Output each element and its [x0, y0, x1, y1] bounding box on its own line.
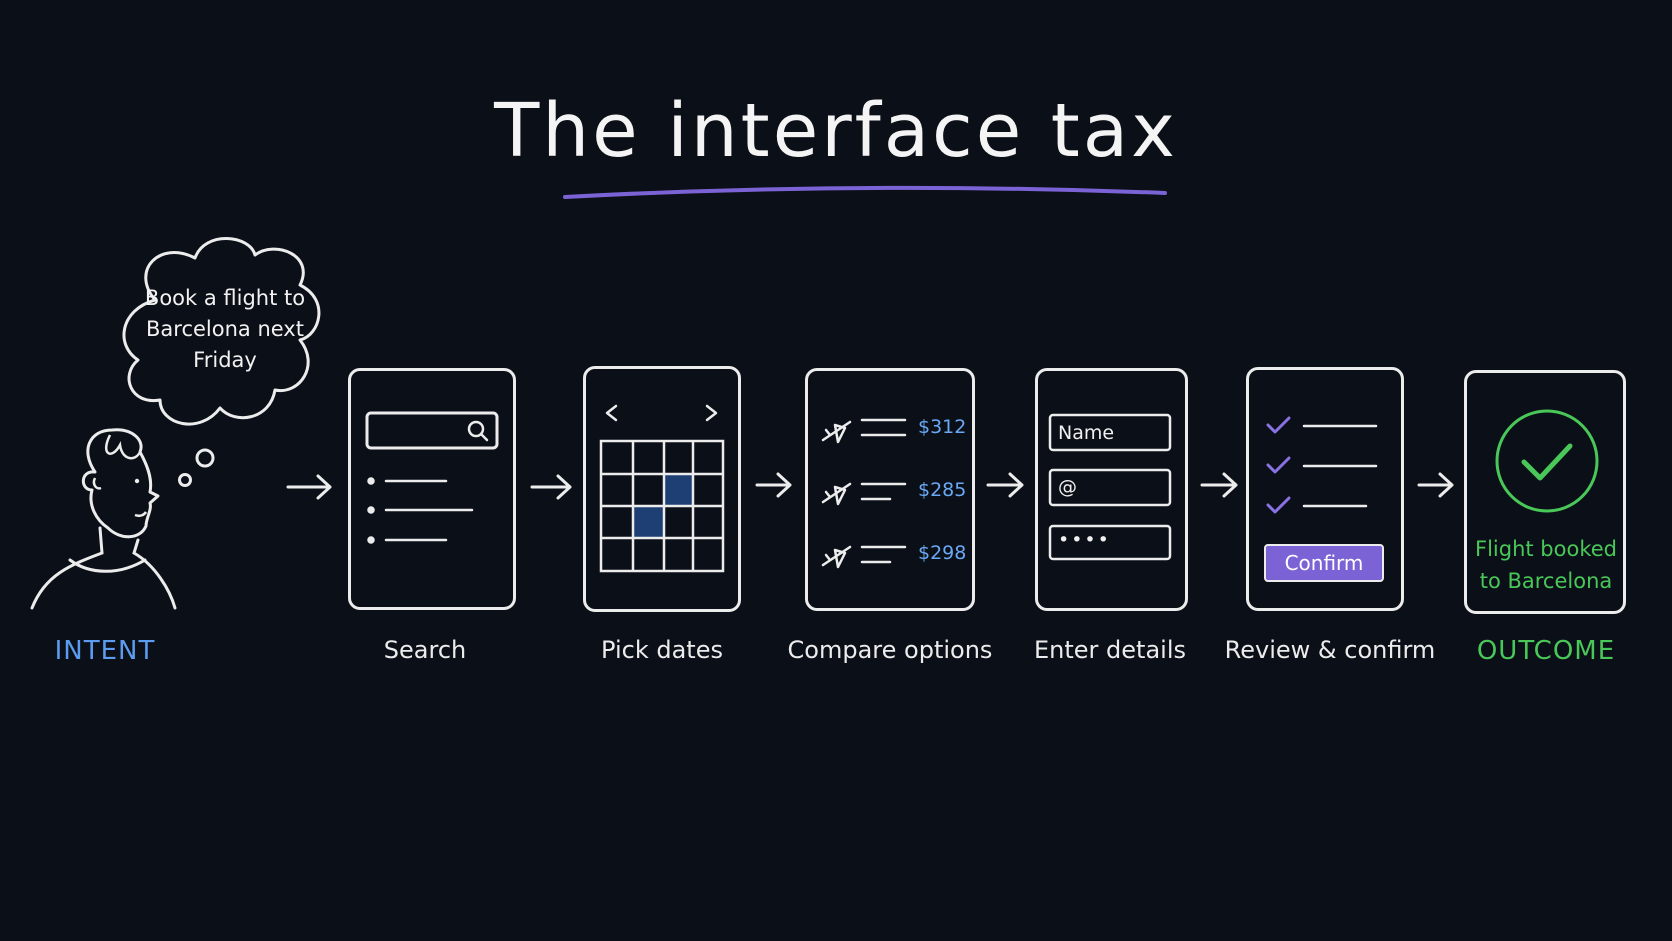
check-icon	[1266, 456, 1291, 474]
calendar-card	[583, 366, 741, 612]
review-card	[1246, 367, 1404, 611]
confirm-button: Confirm	[1264, 544, 1384, 582]
outcome-card	[1464, 370, 1626, 614]
success-check-icon	[1521, 443, 1573, 481]
chevron-left-icon	[605, 404, 618, 422]
chevron-right-icon	[705, 404, 718, 422]
name-field-box	[1048, 413, 1172, 452]
title-underline	[563, 185, 1167, 199]
step-label-pick-dates: Pick dates	[601, 636, 723, 664]
outcome-label: OUTCOME	[1476, 636, 1616, 666]
compare-card	[805, 368, 975, 611]
name-field: Name	[1058, 422, 1115, 444]
search-icon	[467, 420, 489, 442]
calendar-highlight-1	[664, 474, 692, 506]
password-field-box	[1048, 524, 1172, 561]
person-head	[81, 428, 160, 539]
arrow-2	[530, 474, 572, 500]
email-field-box	[1048, 468, 1172, 507]
price-option-1: $312	[918, 416, 967, 438]
step-label-compare: Compare options	[787, 636, 993, 664]
arrow-3	[755, 472, 792, 498]
thought-dot-large	[195, 448, 215, 468]
details-card	[1035, 368, 1188, 611]
email-field: @	[1058, 476, 1077, 498]
step-label-review: Review & confirm	[1224, 636, 1436, 664]
calendar-grid	[599, 439, 725, 573]
arrow-1	[286, 474, 332, 500]
thought-dot-small	[178, 473, 192, 487]
airplane-icon	[821, 420, 852, 444]
price-option-3: $298	[918, 542, 967, 564]
diagram-title: The interface tax	[494, 88, 1178, 174]
search-card	[348, 368, 516, 610]
arrow-4	[986, 472, 1024, 498]
arrow-5	[1200, 472, 1238, 498]
step-label-search: Search	[383, 636, 467, 664]
check-icon	[1266, 416, 1291, 434]
price-option-2: $285	[918, 479, 967, 501]
thought-cloud	[122, 237, 321, 426]
outcome-text: Flight booked to Barcelona	[1475, 537, 1617, 593]
success-circle	[1495, 409, 1599, 513]
airplane-icon	[821, 482, 852, 506]
step-label-enter-details: Enter details	[1033, 636, 1186, 664]
person-body	[30, 526, 177, 610]
calendar-highlight-2	[633, 506, 664, 538]
airplane-icon	[821, 545, 852, 569]
arrow-6	[1417, 472, 1454, 498]
intent-label: INTENT	[54, 636, 156, 666]
check-icon	[1266, 496, 1291, 514]
thought-text: Book a flight to Barcelona next Friday	[144, 286, 306, 372]
password-field: ••••	[1058, 529, 1111, 551]
search-box	[365, 411, 499, 450]
